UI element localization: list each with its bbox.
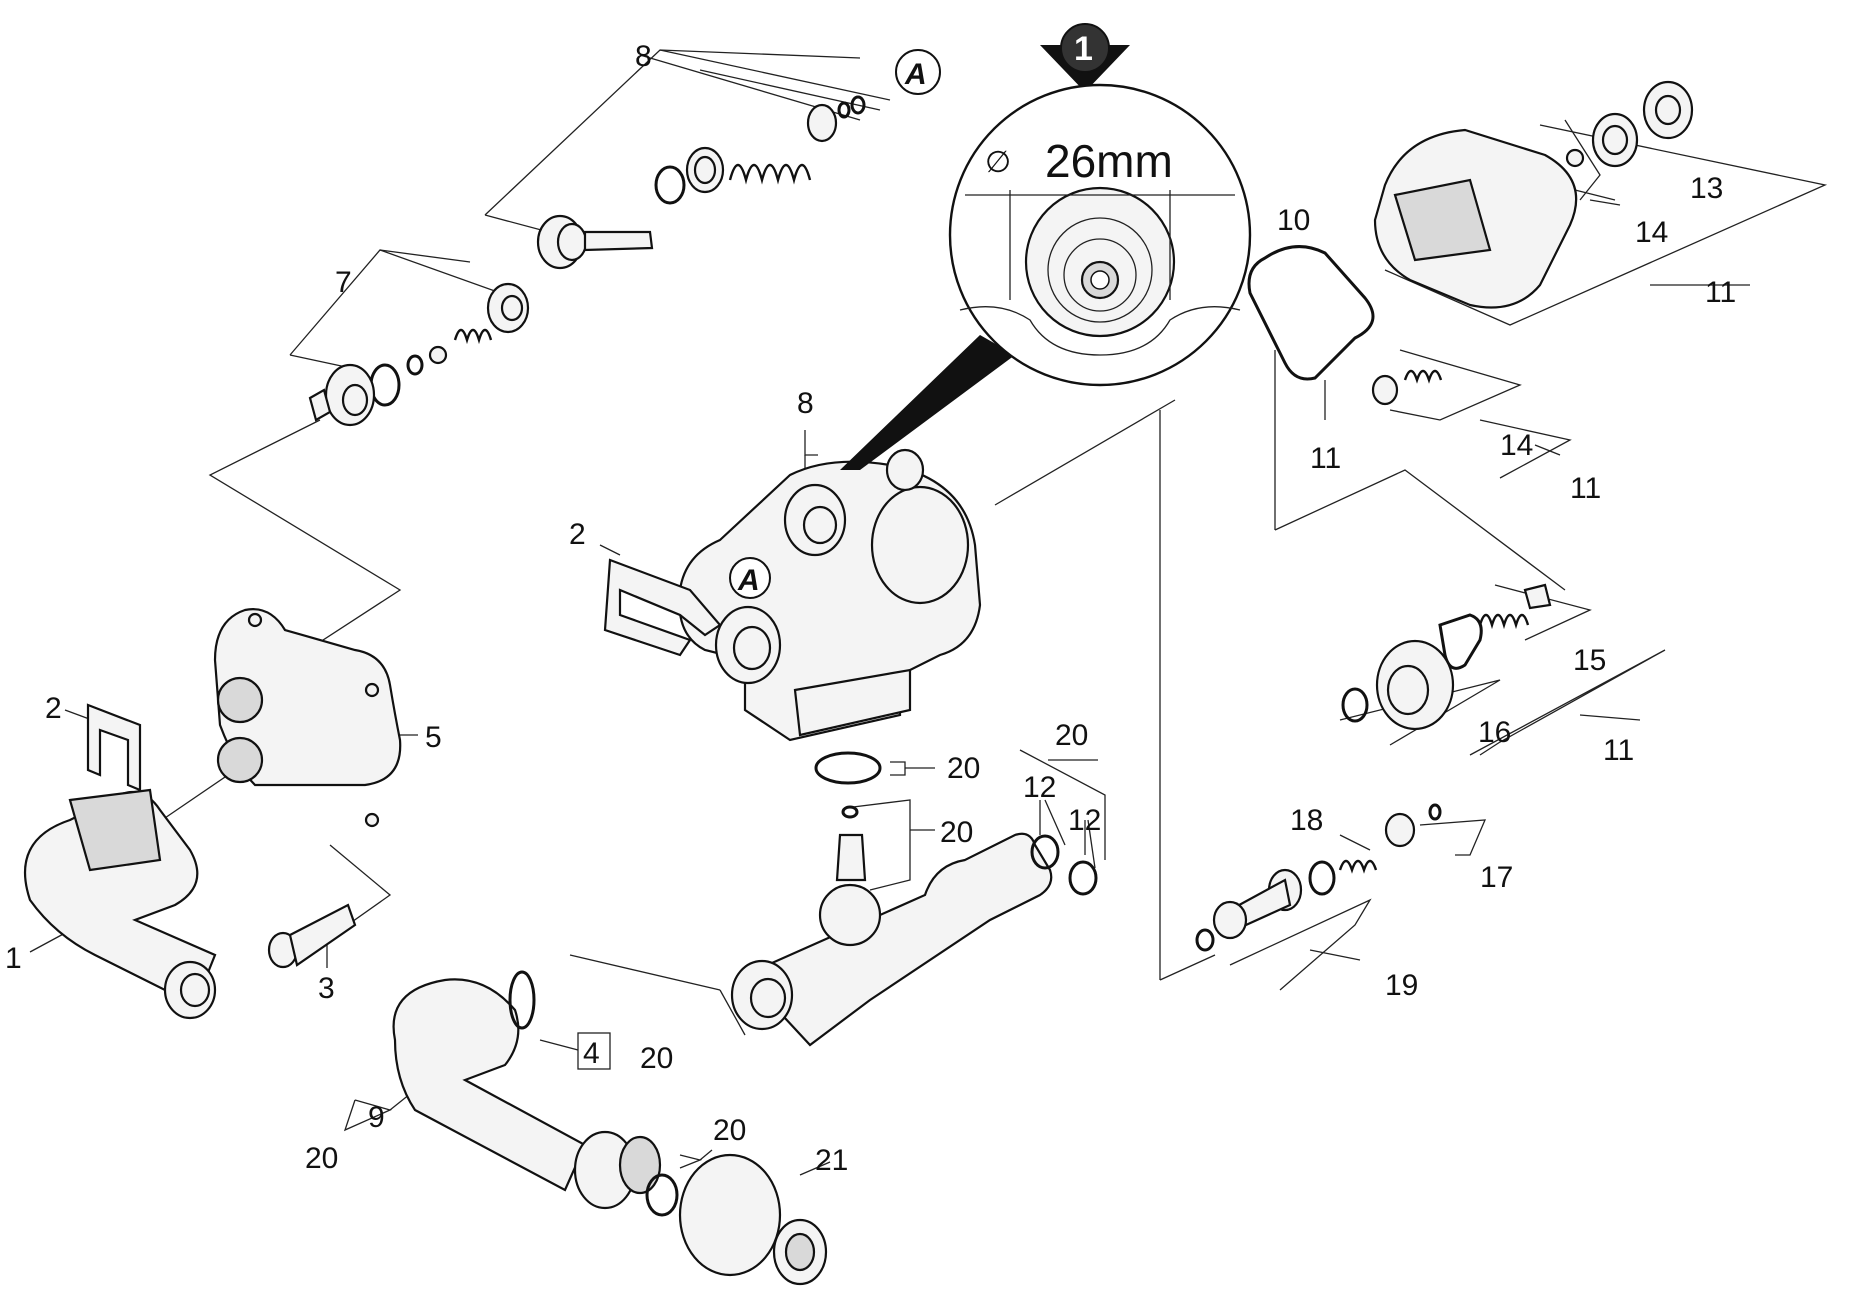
callout-11: 11 [1603,734,1634,767]
callout-11: 11 [1705,276,1736,309]
diameter-value: 26mm [1045,135,1173,187]
valve-17-18-19 [1195,803,1442,952]
callout-2: 2 [569,518,586,551]
callout-20: 20 [305,1142,338,1175]
callout-18: 18 [1290,804,1323,837]
inlet-elbow-1 [23,788,217,1020]
pump-head-5 [213,608,402,828]
coupler-21 [678,1153,828,1286]
mark-circle-mid: A [729,557,771,599]
mark-a-mid: A [737,564,760,597]
seal-10 [1247,245,1375,381]
callout-10: 10 [1277,204,1310,237]
valve-stem [835,805,867,882]
piston-assembly-top [536,95,866,270]
main-valve-housing [678,448,982,742]
o-ring-20 [814,751,882,785]
callout-7: 7 [335,266,352,299]
clip-2-middle [603,558,722,657]
callout-20: 20 [1055,719,1088,752]
callout-11: 11 [1570,472,1601,505]
callout-4: 4 [583,1037,600,1070]
detail-step-badge: 1 [1040,23,1130,92]
callout-20: 20 [947,752,980,785]
diameter-symbol: ∅ [985,146,1011,179]
callout-15: 15 [1573,644,1606,677]
valve-assembly-7 [308,282,530,427]
callout-3: 3 [318,972,335,1005]
callout-20: 20 [713,1114,746,1147]
callout-19: 19 [1385,969,1418,1002]
callout-12: 12 [1023,771,1056,804]
detail-magnifier: ∅ 26mm [840,83,1252,470]
callout-12: 12 [1068,804,1101,837]
screw-3 [267,903,357,969]
step-number: 1 [1074,30,1093,68]
callout-5: 5 [425,721,442,754]
callout-17: 17 [1480,861,1513,894]
valve-15-16 [1341,583,1552,731]
callout-2: 2 [45,692,62,725]
outlet-elbow-9 [392,970,679,1217]
mark-circle-top: A [895,49,941,95]
callout-labels: 8 7 8 2 2 5 1 3 4 20 9 20 20 21 20 20 20… [5,40,1736,1177]
callout-8: 8 [797,387,814,420]
callout-20: 20 [640,1042,673,1075]
callout-20: 20 [940,816,973,849]
callout-11: 11 [1310,442,1341,475]
callout-14: 14 [1635,216,1668,249]
callout-16: 16 [1478,716,1511,749]
callout-21: 21 [815,1144,848,1177]
callout-9: 9 [368,1101,385,1134]
cover-11-top [1373,80,1694,309]
callout-13: 13 [1690,172,1723,205]
callout-8: 8 [635,40,652,73]
callout-1: 1 [5,942,22,975]
mark-a-top: A [904,58,927,91]
spring-14-lower [1371,369,1443,406]
tee-pipe [730,832,1098,1047]
callout-14: 14 [1500,429,1533,462]
clip-2-left [86,703,142,792]
